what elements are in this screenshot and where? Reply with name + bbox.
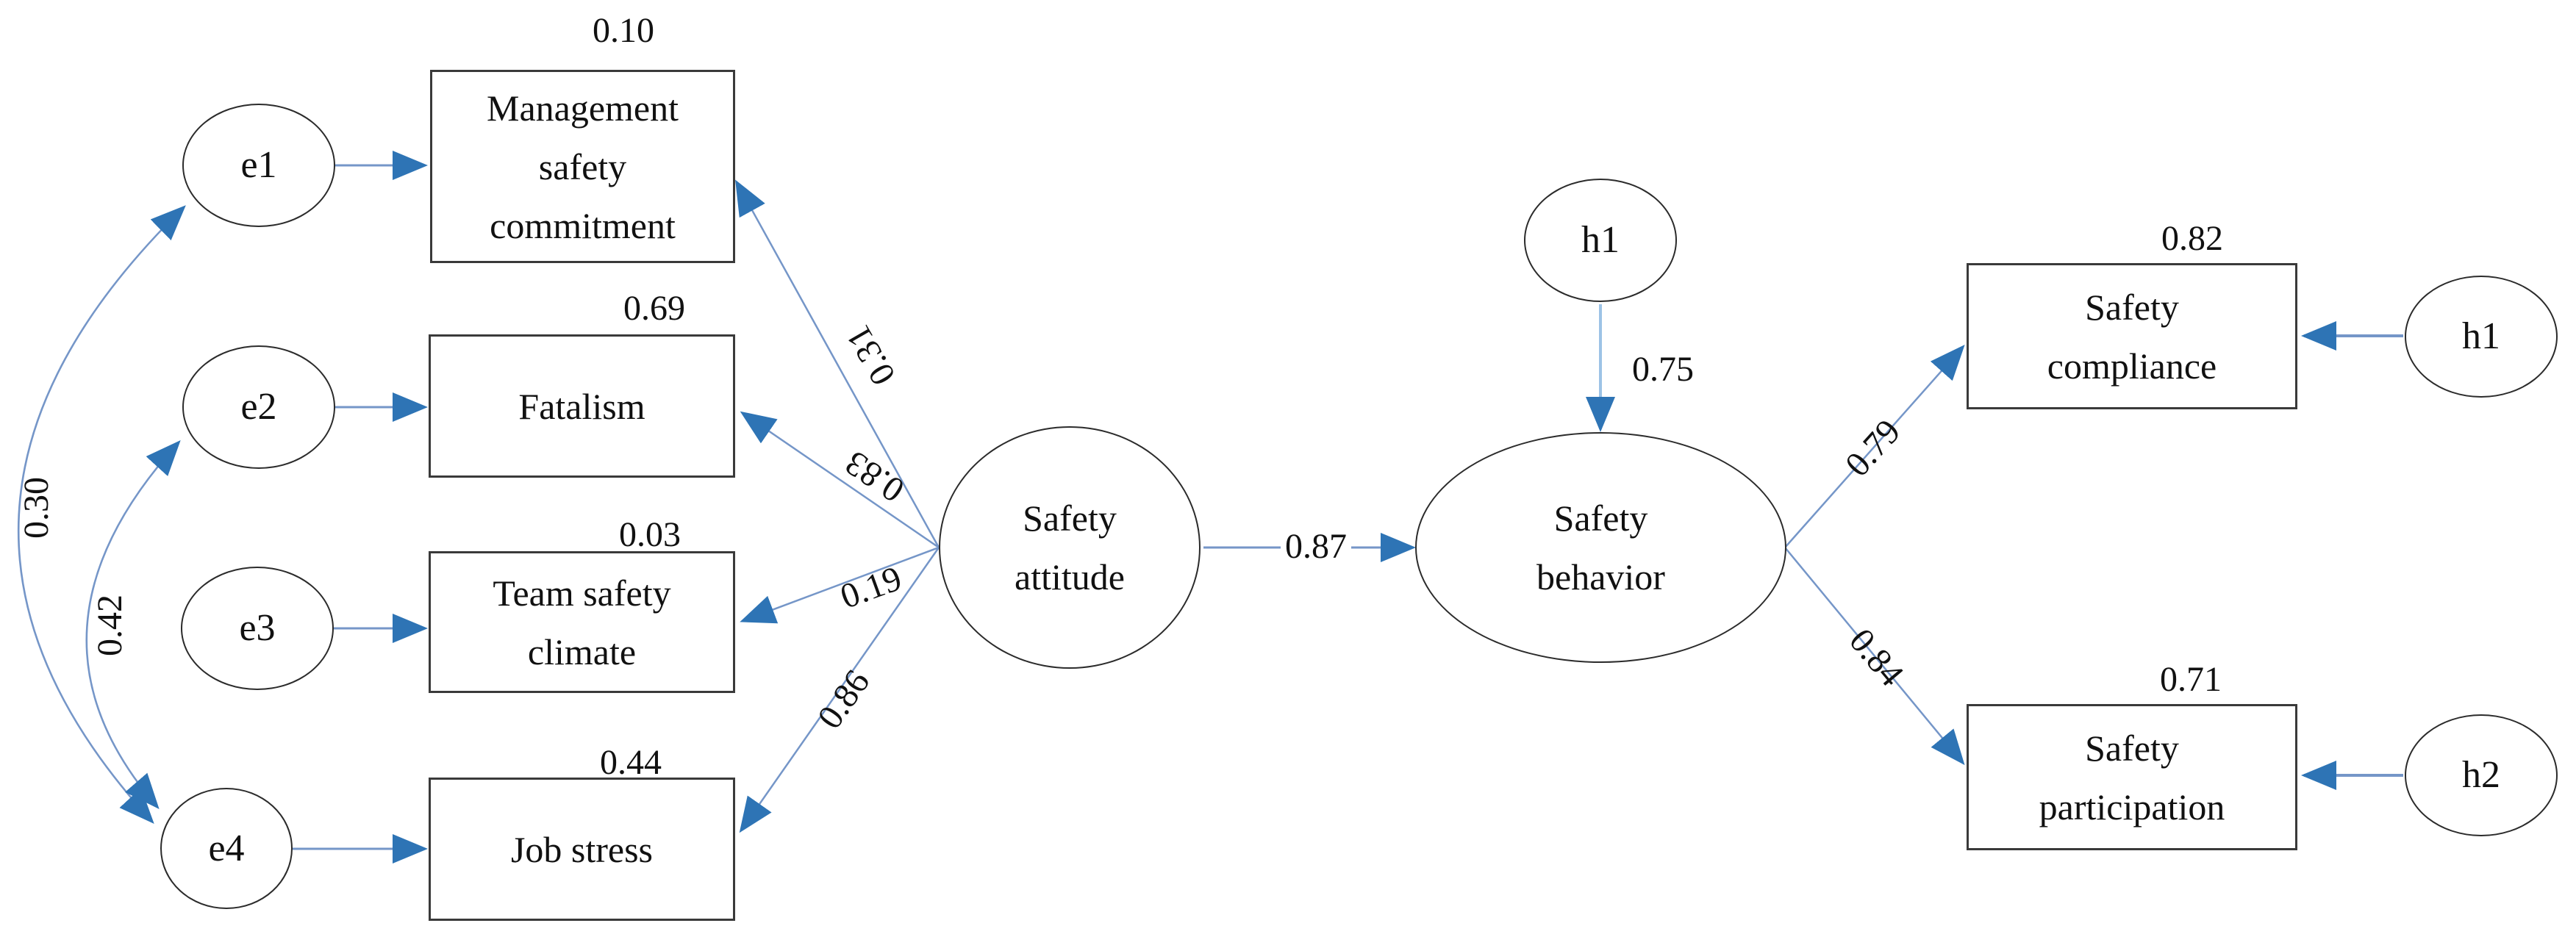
cov-e2-e4-curve: [85, 440, 181, 810]
cov-e1-e4-curve: [18, 205, 186, 824]
variance-label-compliance: 0.82: [2161, 219, 2223, 258]
latent-safety-attitude: Safety attitude: [939, 426, 1201, 669]
error-term-e2: e2: [182, 345, 335, 469]
indicator-safety-participation: Safety participation: [1967, 704, 2297, 850]
latent-safety-behavior: Safety behavior: [1415, 432, 1786, 663]
indicator-management-safety-commitment: Management safety commitment: [430, 70, 735, 263]
variance-label-js: 0.44: [600, 743, 662, 782]
path-behavior-to-participation: [1784, 547, 1965, 766]
variance-label-tsc: 0.03: [619, 515, 681, 554]
variance-label-participation: 0.71: [2160, 660, 2222, 699]
variance-label-msc: 0.10: [593, 11, 654, 50]
indicator-fatalism: Fatalism: [429, 334, 735, 478]
covariance-label-e1-e4: 0.30: [17, 477, 56, 539]
path-label-attitude-behavior: 0.87: [1281, 529, 1351, 564]
error-term-e4: e4: [160, 788, 293, 909]
path-behavior-to-compliance: [1784, 345, 1965, 548]
path-attitude-to-fatalism: [740, 411, 940, 549]
indicator-team-safety-climate: Team safety climate: [429, 551, 735, 693]
error-term-h2: h2: [2405, 714, 2558, 836]
covariance-label-e2-e4: 0.42: [90, 595, 129, 656]
indicator-job-stress: Job stress: [429, 778, 735, 921]
residual-term-h1-top: h1: [1524, 179, 1677, 302]
path-label-h1-behavior: 0.75: [1632, 350, 1694, 389]
variance-label-fatalism: 0.69: [623, 289, 685, 328]
path-attitude-to-js: [739, 547, 940, 833]
error-term-e1: e1: [182, 104, 335, 227]
path-attitude-to-msc: [735, 179, 940, 548]
error-term-h1-right: h1: [2405, 276, 2558, 398]
path-attitude-to-tsc: [740, 546, 940, 624]
error-term-e3: e3: [181, 567, 334, 690]
indicator-safety-compliance: Safety compliance: [1967, 263, 2297, 409]
